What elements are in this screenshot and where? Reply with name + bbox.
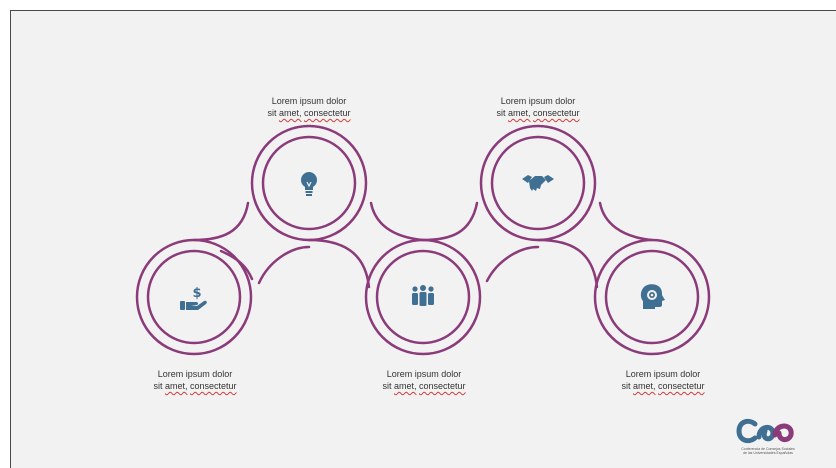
label-line1: Lorem ipsum dolor (157, 369, 233, 379)
inner-ring-thinking (604, 249, 700, 345)
label-word: sit (153, 381, 163, 391)
connector-3b (485, 245, 540, 283)
label-word: consectetur (419, 381, 466, 391)
handshake-icon (522, 175, 554, 191)
connector-2b (307, 238, 371, 289)
label-line1: Lorem ipsum dolor (271, 96, 347, 106)
process-diagram: $ (135, 124, 711, 356)
money-hand-icon: $ (180, 286, 207, 310)
window-top-strip (0, 0, 836, 10)
label-finance: Lorem ipsum dolor sit amet, consectetur (125, 368, 265, 392)
label-word: consectetur (304, 108, 351, 118)
label-word: amet, (278, 108, 302, 118)
label-line2: sit amet, consectetur (354, 380, 494, 392)
label-word: sit (267, 108, 277, 118)
label-line1: Lorem ipsum dolor (386, 369, 462, 379)
label-word: amet, (164, 381, 188, 391)
logo-mark (736, 418, 794, 444)
logo-caption: Conferencia de Consejos Sociales de las … (733, 447, 803, 455)
inner-ring-team (375, 249, 471, 345)
label-word: sit (496, 108, 506, 118)
label-word: sit (621, 381, 631, 391)
label-line2: sit amet, consectetur (125, 380, 265, 392)
logo-caption-line2: de las Universidades Españolas (743, 451, 793, 455)
slide-canvas: $ (10, 10, 836, 468)
label-word: amet, (632, 381, 656, 391)
label-word: consectetur (658, 381, 705, 391)
svg-text:$: $ (192, 286, 201, 301)
label-word: amet, (393, 381, 417, 391)
label-word: sit (382, 381, 392, 391)
inner-ring-idea (261, 135, 357, 231)
label-line2: sit amet, consectetur (239, 107, 379, 119)
inner-ring-finance (146, 249, 242, 345)
label-team: Lorem ipsum dolor sit amet, consectetur (354, 368, 494, 392)
label-word: amet, (507, 108, 531, 118)
label-word: consectetur (533, 108, 580, 118)
ring-group (135, 124, 711, 356)
connector-3a (421, 201, 479, 242)
connector-2c (369, 201, 425, 242)
label-agreement: Lorem ipsum dolor sit amet, consectetur (468, 95, 608, 119)
organization-logo: Conferencia de Consejos Sociales de las … (733, 417, 803, 467)
label-idea: Lorem ipsum dolor sit amet, consectetur (239, 95, 379, 119)
inner-ring-agreement (490, 135, 586, 231)
connector-1a (192, 201, 250, 242)
connector-4a (536, 238, 599, 289)
head-gear-icon (640, 284, 665, 309)
connector-1b (219, 249, 254, 281)
label-line2: sit amet, consectetur (468, 107, 608, 119)
label-word: consectetur (190, 381, 237, 391)
label-line2: sit amet, consectetur (593, 380, 733, 392)
connector-2a (257, 245, 311, 285)
label-line1: Lorem ipsum dolor (625, 369, 701, 379)
label-thinking: Lorem ipsum dolor sit amet, consectetur (593, 368, 733, 392)
logo-caption-line1: Conferencia de Consejos Sociales (741, 447, 795, 451)
label-line1: Lorem ipsum dolor (500, 96, 576, 106)
lightbulb-icon (301, 172, 317, 196)
connector-4b (598, 201, 654, 242)
team-icon (412, 285, 434, 306)
